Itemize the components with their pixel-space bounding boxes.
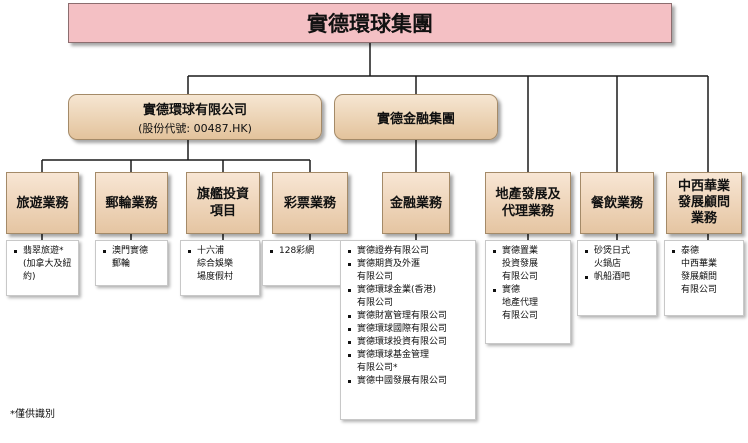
list-item: 翡翠旅遊* (加拿大及紐約) — [13, 245, 75, 284]
list-item: 十六浦 綜合娛樂 場度假村 — [187, 245, 256, 284]
business-box-6: 餐飲業務 — [580, 172, 654, 234]
detail-box-7: 泰德 中西華業 發展顧問 有限公司 — [664, 240, 744, 316]
finance-group-box: 實德金融集團 — [334, 94, 498, 140]
list-item: 實德 地產代理 有限公司 — [492, 284, 567, 323]
business-name: 餐飲業務 — [590, 195, 643, 211]
list-item: 實德期貨及外滙 有限公司 — [347, 258, 472, 284]
list-item: 帆船酒吧 — [584, 271, 653, 284]
list-item: 實德環球國際有限公司 — [347, 323, 472, 336]
list-item: 實德中國發展有限公司 — [347, 375, 472, 388]
detail-box-2: 十六浦 綜合娛樂 場度假村 — [180, 240, 260, 296]
list-item: 實德環球投資有限公司 — [347, 336, 472, 349]
business-box-5: 地產發展及 代理業務 — [485, 172, 571, 234]
finance-group-name: 實德金融集團 — [376, 111, 455, 127]
business-name: 地產發展及 代理業務 — [495, 187, 561, 219]
detail-box-6: 砂煲日式 火鍋店 帆船酒吧 — [577, 240, 657, 316]
list-item: 128彩網 — [269, 245, 344, 258]
list-item: 實德置業 投資發展 有限公司 — [492, 245, 567, 284]
business-name: 旗艦投資 項目 — [196, 187, 249, 219]
detail-box-0: 翡翠旅遊* (加拿大及紐約) — [6, 240, 79, 296]
list-item: 實德證券有限公司 — [347, 245, 472, 258]
listed-company-name: 實德環球有限公司 — [142, 102, 247, 118]
business-box-7: 中西華業 發展顧問 業務 — [666, 172, 742, 234]
business-name: 金融業務 — [389, 195, 442, 211]
list-item: 實德環球基金管理 有限公司* — [347, 349, 472, 375]
business-box-4: 金融業務 — [382, 172, 450, 234]
listed-company-box: 實德環球有限公司 (股份代號: 00487.HK) — [68, 94, 322, 140]
business-box-1: 郵輪業務 — [95, 172, 168, 234]
group-name: 實德環球集團 — [307, 12, 433, 36]
business-name: 郵輪業務 — [105, 195, 158, 211]
detail-box-5: 實德置業 投資發展 有限公司 實德 地產代理 有限公司 — [485, 240, 571, 344]
stock-code: (股份代號: 00487.HK) — [138, 121, 252, 135]
list-item: 實德財富管理有限公司 — [347, 310, 472, 323]
group-root-box: 實德環球集團 — [68, 3, 672, 43]
detail-box-1: 澳門實德 郵輪 — [95, 240, 168, 286]
list-item: 泰德 中西華業 發展顧問 有限公司 — [671, 245, 740, 297]
list-item: 澳門實德 郵輪 — [102, 245, 164, 271]
business-name: 彩票業務 — [283, 195, 336, 211]
business-name: 旅遊業務 — [16, 195, 69, 211]
footnote: *僅供識別 — [10, 409, 55, 420]
detail-box-3: 128彩網 — [262, 240, 348, 286]
business-box-0: 旅遊業務 — [6, 172, 79, 234]
list-item: 實德環球金業(香港) 有限公司 — [347, 284, 472, 310]
list-item: 砂煲日式 火鍋店 — [584, 245, 653, 271]
business-box-3: 彩票業務 — [272, 172, 348, 234]
detail-box-4: 實德證券有限公司 實德期貨及外滙 有限公司 實德環球金業(香港) 有限公司 實德… — [340, 240, 476, 420]
business-name: 中西華業 發展顧問 業務 — [677, 179, 730, 226]
business-box-2: 旗艦投資 項目 — [186, 172, 260, 234]
